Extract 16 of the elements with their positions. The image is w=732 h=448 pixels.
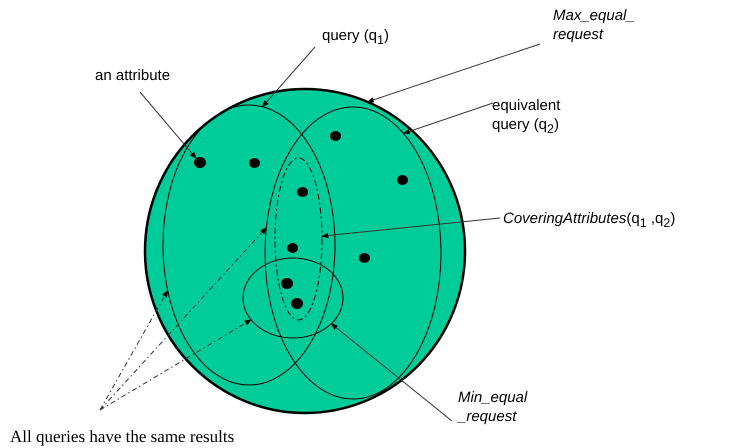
- leader-arrow: [100, 319, 252, 410]
- callout-label: All queries have the same results: [10, 427, 330, 446]
- leader-arrow: [402, 102, 494, 134]
- callout-label: Min_equal _request: [458, 388, 568, 426]
- callout-label: Max_equal_ request: [553, 6, 673, 44]
- callout-label: CoveringAttributes(q$_{1}$ ,q$_{2}$): [503, 209, 731, 233]
- leader-arrow: [366, 44, 540, 103]
- callout-label: an attribute: [95, 66, 215, 85]
- leader-arrow: [330, 323, 452, 422]
- callout-label: query (q$_{1}$): [322, 26, 412, 50]
- leader-arrow: [262, 46, 316, 108]
- leader-arrow: [321, 218, 500, 238]
- leader-arrow: [100, 227, 267, 410]
- callout-label: equivalent query (q$_{2}$): [492, 96, 602, 139]
- leader-arrow: [100, 290, 168, 410]
- leader-arrow: [140, 92, 197, 159]
